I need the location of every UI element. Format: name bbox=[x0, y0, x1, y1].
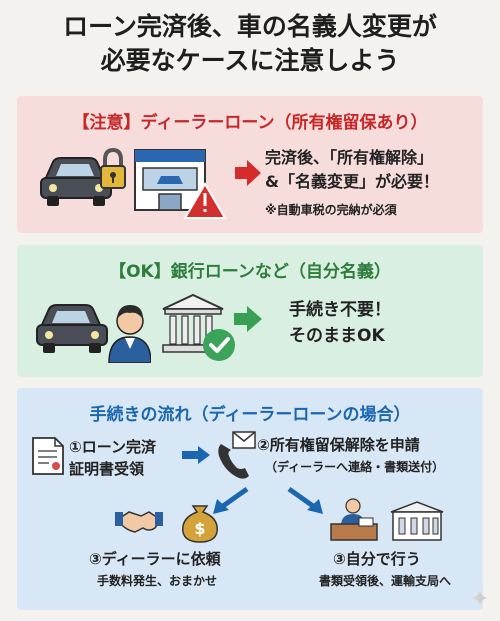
person-icon bbox=[108, 305, 151, 363]
mail-icon bbox=[232, 431, 256, 449]
flow-heading: 手続きの流れ（ディーラーローンの場合） bbox=[89, 405, 411, 425]
ok-message-line-1: 手続き不要！ bbox=[289, 300, 391, 320]
bank-check-icon bbox=[162, 293, 235, 361]
dealership-warning-icon bbox=[134, 149, 227, 219]
sparkle-icon bbox=[472, 590, 488, 606]
step2-label: ②所有権留保解除を申請 bbox=[257, 436, 420, 454]
caution-message: 完済後、「所有権解除」 &「名義変更」が必要！ bbox=[265, 146, 439, 194]
red-arrow-icon bbox=[235, 160, 261, 186]
padlock-icon bbox=[100, 147, 126, 189]
step3a-sub: 手数料発生、おまかせ bbox=[97, 574, 218, 588]
ok-heading: 【OK】銀行ローンなど（自分名義） bbox=[109, 262, 391, 282]
handshake-icon bbox=[115, 511, 163, 533]
step1-line-2: 証明書受領 bbox=[69, 460, 145, 478]
caution-message-line-2: &「名義変更」が必要！ bbox=[265, 172, 439, 191]
svg-text:$: $ bbox=[194, 519, 205, 538]
blue-arrow-downright-icon bbox=[287, 486, 323, 514]
blue-arrow-downleft-icon bbox=[213, 486, 249, 514]
dealership-icon bbox=[134, 149, 206, 211]
step3a-title: ③ディーラーに依頼 bbox=[89, 550, 221, 568]
step1-line-1: ①ローン完済 bbox=[69, 438, 156, 456]
car-icon bbox=[36, 304, 108, 353]
phone-mail-icon bbox=[218, 431, 256, 479]
caution-heading: 【注意】ディーラーローン（所有権留保あり） bbox=[72, 113, 428, 133]
ok-message: 手続き不要！ そのままOK bbox=[289, 297, 391, 349]
step1-label: ①ローン完済 証明書受領 bbox=[69, 436, 156, 480]
money-bag-icon: $ bbox=[182, 505, 218, 543]
document-icon bbox=[32, 437, 64, 475]
step3b-sub: 書類受領後、運輸支局へ bbox=[319, 574, 452, 588]
warning-icon bbox=[183, 182, 227, 219]
blue-arrow-right-icon bbox=[182, 446, 210, 464]
flow-panel: 手続きの流れ（ディーラーローンの場合） ①ローン完済 証明書受領 ②所有権留保解… bbox=[17, 388, 483, 610]
phone-icon bbox=[218, 444, 249, 479]
car-icon bbox=[40, 157, 112, 206]
government-building-icon bbox=[390, 501, 444, 541]
title-line-2: 必要なケースに注意しよう bbox=[100, 46, 400, 75]
check-icon bbox=[203, 329, 235, 361]
green-arrow-icon bbox=[234, 306, 262, 332]
car-with-lock-icon bbox=[40, 147, 126, 206]
caution-note: ※自動車税の完納が必須 bbox=[265, 203, 397, 217]
office-desk-icon bbox=[330, 498, 378, 541]
bank-icon bbox=[162, 293, 224, 353]
office-government-icon bbox=[330, 498, 444, 541]
car-and-person-icon bbox=[36, 304, 151, 363]
page-title: ローン完済後、車の名義人変更が 必要なケースに注意しよう bbox=[0, 10, 500, 78]
caution-panel: 【注意】ディーラーローン（所有権留保あり） bbox=[17, 96, 483, 233]
handshake-money-icon: $ bbox=[115, 505, 218, 543]
ok-panel: 【OK】銀行ローンなど（自分名義） bbox=[17, 245, 483, 377]
ok-message-line-2: そのままOK bbox=[289, 326, 385, 346]
step3b-title: ③自分で行う bbox=[333, 550, 421, 568]
step2-sub: （ディーラーへ連絡・書類送付） bbox=[265, 460, 445, 474]
title-line-1: ローン完済後、車の名義人変更が bbox=[63, 12, 437, 41]
caution-message-line-1: 完済後、「所有権解除」 bbox=[265, 148, 434, 167]
